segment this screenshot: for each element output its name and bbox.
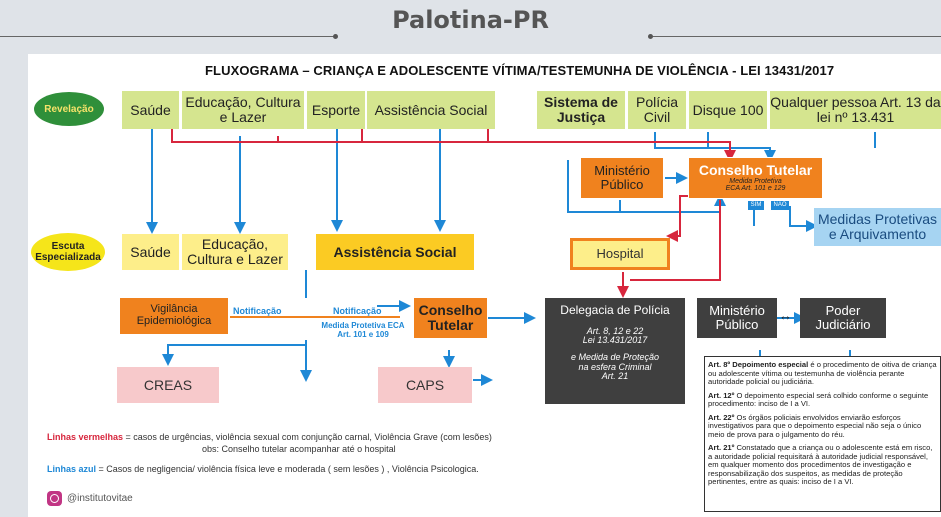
qualquer-pessoa-box: Qualquer pessoa Art. 13 da lei nº 13.431	[770, 91, 941, 129]
creas-box: CREAS	[117, 367, 219, 403]
legend-red-obs: obs: Conselho tutelar acompanhar até o h…	[202, 444, 396, 454]
revelacao-saude-box: Saúde	[122, 91, 179, 129]
notificacao-left-label: Notificação	[233, 306, 282, 316]
title-dot-right	[648, 34, 653, 39]
conselho-top-title: Conselho Tutelar	[698, 162, 813, 179]
delegacia-medida: e Medida de Proteção	[570, 352, 660, 363]
delegacia-art21: Art. 21	[601, 371, 629, 382]
flowchart-title: FLUXOGRAMA – CRIANÇA E ADOLESCENTE VÍTIM…	[205, 63, 835, 78]
conselho-top-sub2: ECA Art. 101 e 129	[725, 185, 786, 193]
delegacia-title: Delegacia de Polícia	[560, 303, 670, 317]
legend-red: Linhas vermelhas = casos de urgências, v…	[47, 432, 492, 442]
stage-revelacao-badge: Revelação	[34, 92, 104, 126]
legal-notes-panel: Art. 8º Depoimento especial é o procedim…	[704, 356, 941, 512]
escuta-assistencia-box: Assistência Social	[316, 234, 474, 270]
nao-tag: NÃO	[771, 201, 789, 210]
revelacao-assistencia-box: Assistência Social	[367, 91, 495, 129]
sistema-justica-box: Sistema de Justiça	[537, 91, 625, 129]
conselho-tutelar-mid-box: Conselho Tutelar	[414, 298, 487, 338]
escuta-educacao-box: Educação, Cultura e Lazer	[182, 234, 288, 270]
title-divider-right	[650, 36, 941, 37]
medidas-protetivas-box: Medidas Protetivas e Arquivamento	[814, 208, 941, 246]
note-art21: Art. 21º Constatado que a criança ou o a…	[708, 443, 933, 486]
ministerio-publico-bottom-box: Ministério Público	[697, 298, 777, 338]
escuta-saude-box: Saúde	[122, 234, 179, 270]
stage-escuta-badge: Escuta Especializada	[31, 233, 105, 271]
delegacia-box: Delegacia de Polícia Art. 8, 12 e 22 Lei…	[545, 298, 685, 404]
medida-protetiva-center-label: Medida Protetiva ECA Art. 101 e 109	[321, 321, 405, 339]
disque-100-box: Disque 100	[689, 91, 767, 129]
delegacia-art: Art. 8, 12 e 22	[586, 325, 644, 336]
conselho-tutelar-top-box: Conselho Tutelar Medida Protetiva ECA Ar…	[688, 157, 823, 199]
notificacao-right-label: Notificação	[333, 306, 382, 316]
poder-judiciario-box: Poder Judiciário	[800, 298, 886, 338]
hospital-box: Hospital	[570, 238, 670, 270]
note-art22: Art. 22º Os órgãos policiais envolvidos …	[708, 412, 922, 439]
page-title: Palotina-PR	[392, 6, 549, 34]
delegacia-esfera: na esfera Criminal	[578, 361, 652, 372]
ministerio-publico-top-box: Ministério Público	[580, 157, 664, 199]
title-dot-left	[333, 34, 338, 39]
revelacao-educacao-box: Educação, Cultura e Lazer	[182, 91, 304, 129]
caps-box: CAPS	[378, 367, 472, 403]
sim-tag: SIM	[748, 201, 764, 210]
legend-blue: Linhas azul = Casos de negligencia/ viol…	[47, 464, 479, 474]
delegacia-lei: Lei 13.431/2017	[582, 335, 648, 346]
note-art12: Art. 12º O depoimento especial será colh…	[708, 390, 929, 408]
bidirectional-arrow-icon: ↔	[779, 308, 792, 323]
instagram-handle[interactable]: @institutovitae	[67, 493, 133, 504]
instagram-icon	[47, 491, 62, 506]
title-divider-left	[0, 36, 335, 37]
vigilancia-box: Vigilância Epidemiológica	[120, 298, 228, 334]
policia-civil-box: Polícia Civil	[628, 91, 686, 129]
revelacao-esporte-box: Esporte	[307, 91, 365, 129]
note-art8: Art. 8º Depoimento especial é o procedim…	[708, 360, 937, 386]
conselho-top-sub1: Medida Protetiva	[729, 178, 782, 185]
